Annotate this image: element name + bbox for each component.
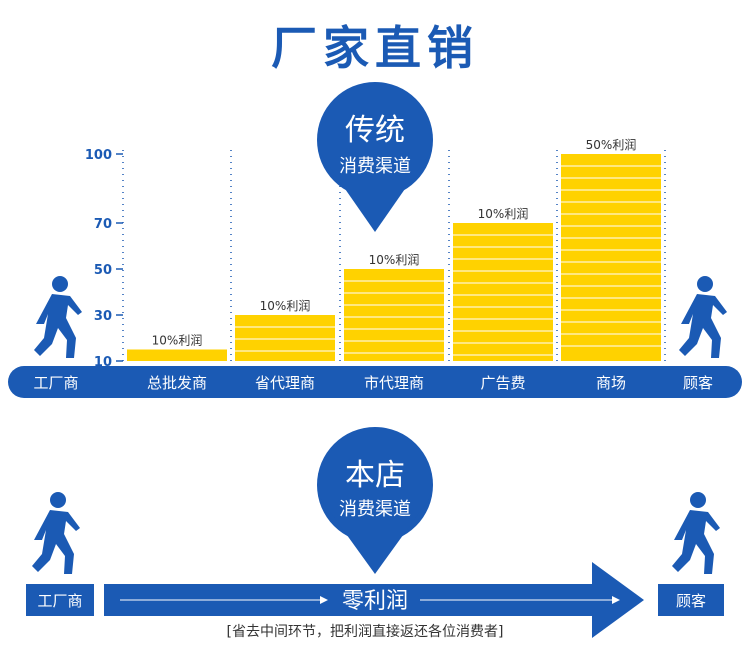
bar-series [127, 154, 661, 361]
data-labels: 10%利润 10%利润 10%利润 10%利润 50%利润 [152, 138, 637, 348]
customer-walker-icon [679, 276, 727, 358]
data-label-5: 50%利润 [586, 138, 637, 152]
data-label-3: 10%利润 [369, 253, 420, 267]
arrow-label: 零利润 [342, 589, 408, 614]
y-tick-label: 70 [94, 217, 112, 232]
bar-5 [561, 154, 661, 361]
direct-start-label: 工厂商 [37, 592, 82, 610]
page-title: 厂家直销 [271, 21, 479, 75]
traditional-channel-badge: 传统 消费渠道 [317, 82, 433, 232]
axis-band [8, 366, 742, 398]
bar-1 [127, 349, 227, 361]
data-label-1: 10%利润 [152, 334, 203, 348]
bar-3 [344, 269, 444, 361]
x-label-5: 商场 [596, 374, 626, 392]
customer-box [658, 584, 724, 616]
bar-rect [344, 269, 444, 361]
direct-flow: 工厂商 零利润 顾客 [省去中间环节，把利润直接返还各位消费者] [26, 562, 724, 640]
direct-badge-line1: 本店 [345, 458, 405, 493]
y-tick-label: 30 [94, 309, 112, 324]
bar-4 [453, 223, 553, 361]
y-tick-label: 100 [85, 148, 112, 163]
bar-rect [561, 154, 661, 361]
direct-note: [省去中间环节，把利润直接返还各位消费者] [227, 623, 504, 640]
bar-rect [235, 315, 335, 361]
factory-walker-icon [34, 276, 82, 358]
x-label-1: 总批发商 [147, 374, 207, 392]
x-label-2: 省代理商 [255, 374, 315, 392]
axis-end-label: 顾客 [683, 374, 713, 392]
traditional-badge-line2: 消费渠道 [339, 156, 411, 177]
zero-profit-arrow [104, 562, 644, 638]
x-label-4: 广告费 [480, 374, 525, 392]
data-label-4: 10%利润 [478, 207, 529, 221]
x-axis-labels: 总批发商 省代理商 市代理商 广告费 商场 [147, 374, 626, 392]
factory-box [26, 584, 94, 616]
bar-rect [127, 349, 227, 361]
y-tick-label: 50 [94, 263, 112, 278]
customer-walker-icon-bottom [672, 492, 720, 574]
supply-chain-axis: 工厂商 总批发商 省代理商 市代理商 广告费 商场 顾客 [8, 366, 742, 398]
factory-walker-icon-bottom [32, 492, 80, 574]
direct-channel-badge: 本店 消费渠道 [317, 427, 433, 574]
direct-end-label: 顾客 [676, 592, 706, 610]
bar-rect [453, 223, 553, 361]
data-label-2: 10%利润 [260, 299, 311, 313]
arrow-head-left [320, 596, 328, 604]
x-label-3: 市代理商 [364, 374, 424, 392]
traditional-badge-line1: 传统 [345, 113, 405, 148]
axis-start-label: 工厂商 [33, 374, 78, 392]
bar-2 [235, 315, 335, 361]
arrow-head-right [612, 596, 620, 604]
direct-badge-line2: 消费渠道 [339, 499, 411, 520]
